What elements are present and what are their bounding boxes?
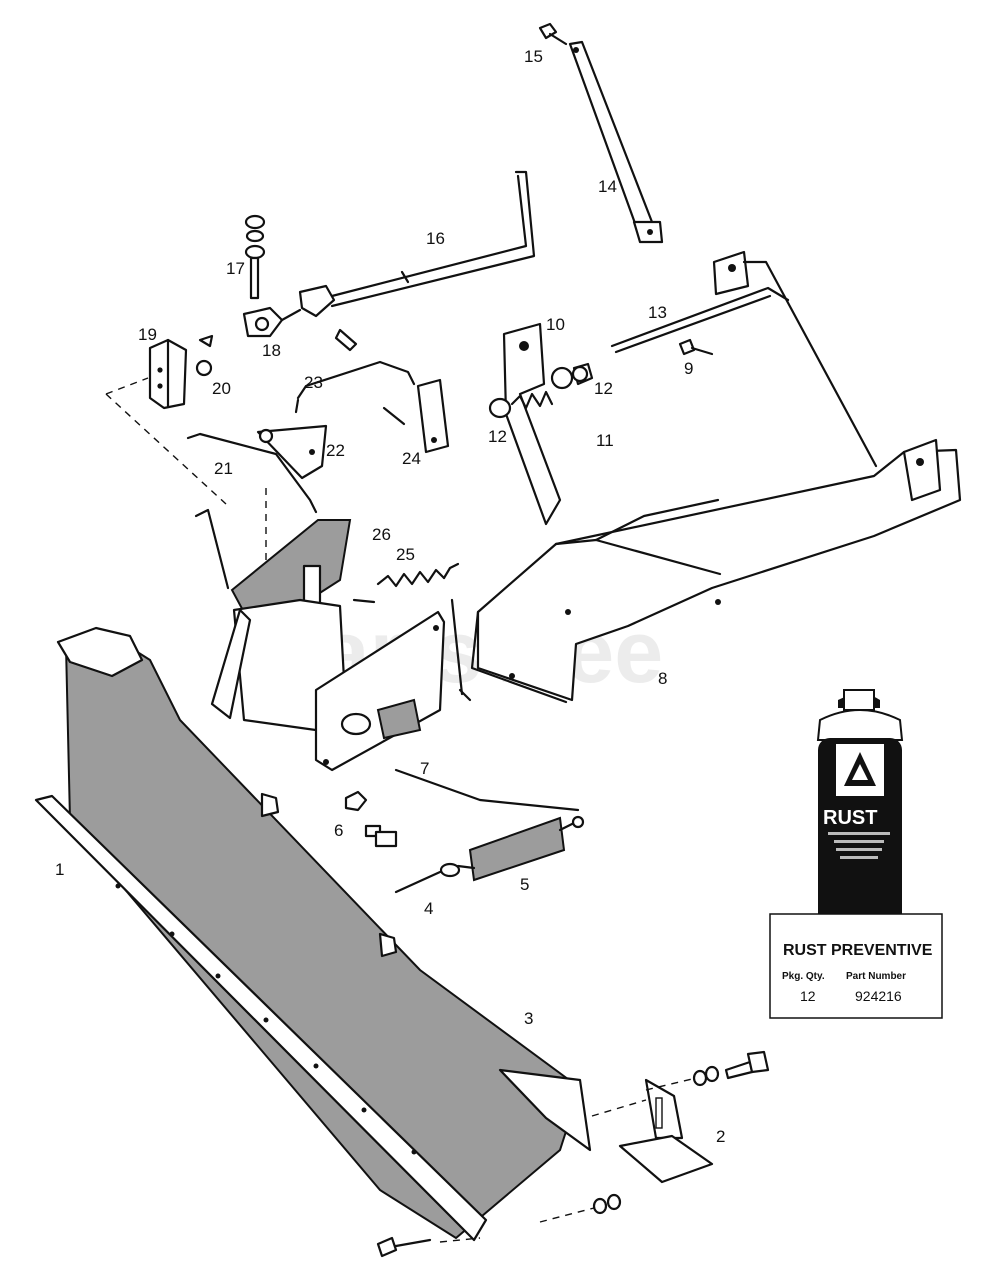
rust-preventive-label: RUST PREVENTIVE Pkg. Qty. Part Number 12…: [769, 913, 943, 1019]
part-6-nut: [344, 790, 368, 812]
callout-13: 13: [648, 303, 667, 322]
callout-21: 21: [214, 459, 233, 478]
callout-4: 4: [424, 899, 433, 918]
label-title: RUST PREVENTIVE: [783, 942, 933, 959]
part-13-rod: [610, 286, 790, 354]
part-19-bracket: [148, 338, 188, 410]
part-12-washer-b: [571, 365, 589, 383]
part-25-spring: [352, 562, 460, 604]
can-brand-word: RUST: [823, 807, 877, 829]
part-21-rod: [186, 432, 318, 514]
callout-26: 26: [372, 525, 391, 544]
part-9-bolt: [678, 338, 714, 356]
part-8-a-frame: [470, 250, 962, 704]
part-14-brace: [568, 40, 664, 244]
callout-10: 10: [546, 315, 565, 334]
callout-11: 11: [596, 431, 614, 450]
label-qty-header: Pkg. Qty.: [782, 971, 825, 982]
callout-22: 22: [326, 441, 345, 460]
part-17-pivot-stack: [244, 214, 266, 300]
callout-2: 2: [716, 1127, 725, 1146]
callout-19: 19: [138, 325, 157, 344]
callout-6: 6: [334, 821, 343, 840]
callout-7: 7: [420, 759, 429, 778]
callout-12-left: 12: [488, 427, 507, 446]
callout-1: 1: [55, 860, 64, 879]
label-part-header: Part Number: [846, 971, 906, 982]
part-1-cutting-edge: [34, 794, 488, 1242]
part-11-spring: [510, 390, 554, 410]
label-part-value: 924216: [855, 988, 902, 1004]
callout-23: 23: [304, 373, 323, 392]
part-6-bolt: [364, 824, 398, 848]
callout-17: 17: [226, 259, 245, 278]
callout-20: 20: [212, 379, 231, 398]
part-24-link: [382, 378, 450, 454]
callout-5: 5: [520, 875, 529, 894]
part-23-rod: [294, 360, 416, 414]
part-16-lift-rod: [330, 170, 536, 308]
part-4-eyebolt: [394, 862, 476, 894]
callout-24: 24: [402, 449, 421, 468]
part-18-clevis: [242, 284, 358, 352]
part-2-hardware: [376, 1050, 770, 1258]
part-20-nut: [195, 334, 214, 377]
part-22-plate: [256, 424, 328, 480]
callout-15: 15: [524, 47, 543, 66]
label-qty-value: 12: [800, 988, 816, 1004]
callout-18: 18: [262, 341, 281, 360]
callout-9: 9: [684, 359, 693, 378]
part-5-spring: [394, 768, 585, 882]
callout-14: 14: [598, 177, 617, 196]
callout-8: 8: [658, 669, 667, 688]
rust-preventive-can: RUST: [816, 689, 904, 928]
callouts: 1 2 3 4 5 6 7 8 9 10 11 12 12 13 14 15 1…: [55, 47, 725, 1146]
part-7-frame: [210, 598, 472, 772]
part-12-washer-a: [488, 397, 512, 419]
callout-3: 3: [524, 1009, 533, 1028]
callout-12-right: 12: [594, 379, 613, 398]
part-2-skid-shoe: [591, 1077, 714, 1184]
callout-16: 16: [426, 229, 445, 248]
callout-25: 25: [396, 545, 415, 564]
part-15-bolt: [538, 22, 568, 46]
